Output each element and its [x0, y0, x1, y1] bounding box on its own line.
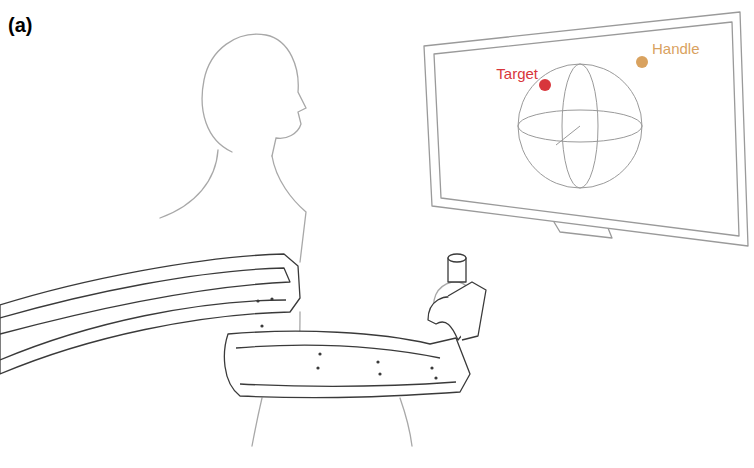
person-outline: [160, 34, 472, 446]
handle-dot: [636, 56, 648, 68]
exoskeleton: [0, 254, 486, 398]
monitor-frame: [424, 12, 748, 246]
monitor-screen: [434, 22, 739, 236]
handle-label: Handle: [652, 41, 700, 58]
panel-label: (a): [8, 14, 32, 36]
target-label: Target: [496, 66, 538, 83]
workspace-sphere: [518, 64, 642, 188]
rivets: [256, 297, 437, 379]
target-dot: [539, 79, 551, 91]
